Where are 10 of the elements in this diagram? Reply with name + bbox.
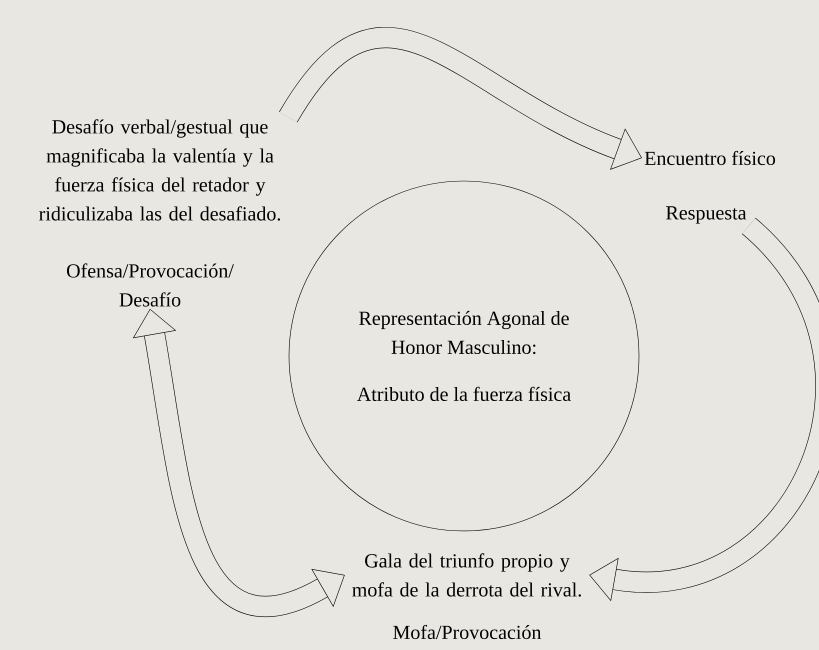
text-label: Mofa/Provocación bbox=[393, 624, 542, 640]
text-label: Encuentro físico bbox=[644, 150, 776, 166]
text-label: Desafío verbal/gestual que magnificaba la valentía y la fuerza física del retador y ridiculizaba las del desafiado. bbox=[39, 119, 280, 221]
text-label: Respuesta bbox=[666, 206, 746, 224]
text-label: Ofensa/Provocación/ Desafío bbox=[66, 263, 234, 307]
text-label: Gala del triunfo propio y mofa de la derrota del rival. bbox=[352, 553, 581, 597]
block-arrow bbox=[132, 308, 345, 617]
block-arrow bbox=[279, 27, 642, 170]
block-arrow bbox=[589, 218, 819, 602]
circle-node: Representación Agonal de Honor Masculino: Atributo de la fuerza física bbox=[288, 180, 640, 532]
